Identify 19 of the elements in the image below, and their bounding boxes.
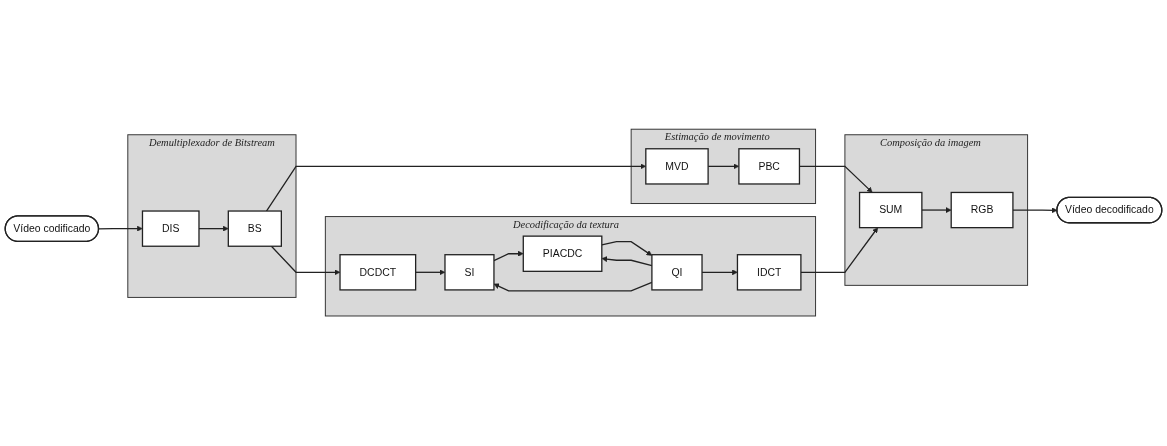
node-box: SUM <box>858 192 923 229</box>
node-box: MVD <box>645 148 709 185</box>
arrow <box>921 207 952 214</box>
node-box: SI <box>444 254 495 291</box>
arrow <box>98 226 143 232</box>
arrow <box>1012 207 1058 214</box>
node-box: PIACDC <box>522 235 603 273</box>
arrow <box>270 245 341 276</box>
arrow <box>493 251 524 262</box>
arrow <box>800 227 879 274</box>
node-box: IDCT <box>736 254 802 291</box>
node-box: PBC <box>738 148 801 185</box>
node-box: RGB <box>950 192 1014 229</box>
node-box: DCDCT <box>339 254 417 291</box>
node-box: BS <box>227 210 282 248</box>
node-box: DIS <box>141 210 200 248</box>
node-box: QI <box>651 254 703 291</box>
arrow <box>601 241 653 257</box>
arrow <box>198 226 229 232</box>
